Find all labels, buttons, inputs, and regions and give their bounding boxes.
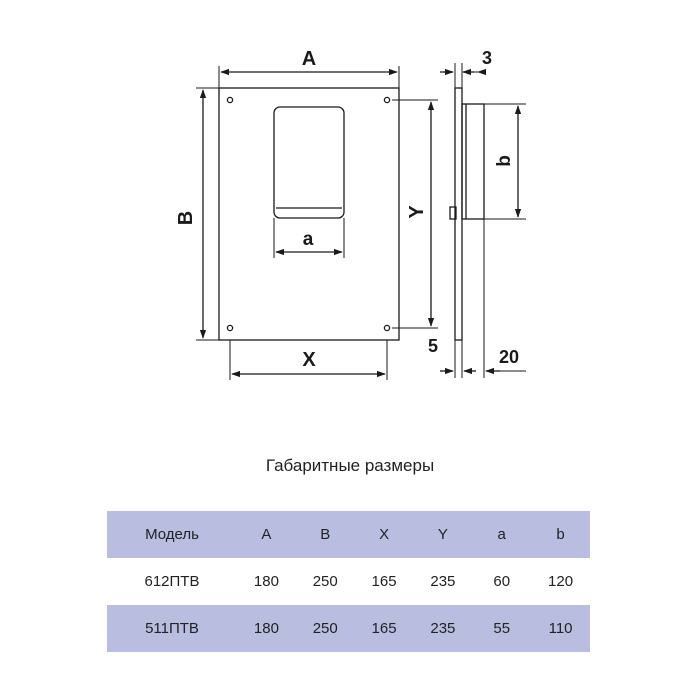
cell-model: 612ПТВ: [144, 573, 200, 590]
cell-X: 165: [371, 573, 397, 590]
header-A: A: [261, 526, 272, 543]
mounting-hole: [383, 96, 391, 104]
side-bracket: [449, 206, 457, 220]
label-X: X: [302, 349, 316, 371]
table-header-row: Модель A B X Y a b: [107, 511, 590, 558]
label-side-bottom-right: 20: [499, 347, 519, 367]
cell-b: 120: [548, 573, 574, 590]
cell-a: 60: [493, 573, 511, 590]
header-a: a: [497, 526, 506, 543]
label-Y: Y: [406, 205, 428, 219]
cell-b: 110: [548, 620, 573, 637]
label-side-bottom-left: 5: [428, 336, 438, 356]
table-title: Габаритные размеры: [265, 456, 435, 475]
table-row: 511ПТВ 180 250 165 235 55 110: [107, 605, 590, 652]
label-A: A: [302, 48, 316, 70]
mounting-hole: [383, 324, 391, 332]
cell-B: 250: [312, 573, 338, 590]
side-flange: [461, 103, 485, 220]
cell-B: 250: [312, 620, 338, 637]
label-b: b: [494, 155, 515, 167]
cell-A: 180: [253, 620, 279, 637]
cell-A: 180: [253, 573, 279, 590]
plate-opening: [273, 106, 345, 219]
header-b: b: [556, 526, 565, 543]
mounting-hole: [226, 96, 234, 104]
header-model: Модель: [145, 526, 199, 543]
cell-Y: 235: [430, 620, 456, 637]
cell-X: 165: [371, 620, 397, 637]
table-row: 612ПТВ 180 250 165 235 60 120: [107, 558, 590, 605]
dimensions-table: Модель A B X Y a b 612ПТВ 180 250 165 23…: [107, 511, 590, 652]
header-Y: Y: [437, 526, 448, 543]
label-B: B: [175, 211, 197, 225]
header-X: X: [379, 526, 390, 543]
header-B: B: [320, 526, 331, 543]
label-a: a: [303, 229, 314, 250]
cell-a: 55: [493, 620, 511, 637]
cell-Y: 235: [430, 573, 456, 590]
technical-drawing: A B X Y a b 3 5 20: [175, 48, 526, 380]
cell-model: 511ПТВ: [145, 620, 199, 637]
label-side-top: 3: [482, 48, 492, 68]
front-plate: [218, 87, 400, 341]
mounting-hole: [226, 324, 234, 332]
